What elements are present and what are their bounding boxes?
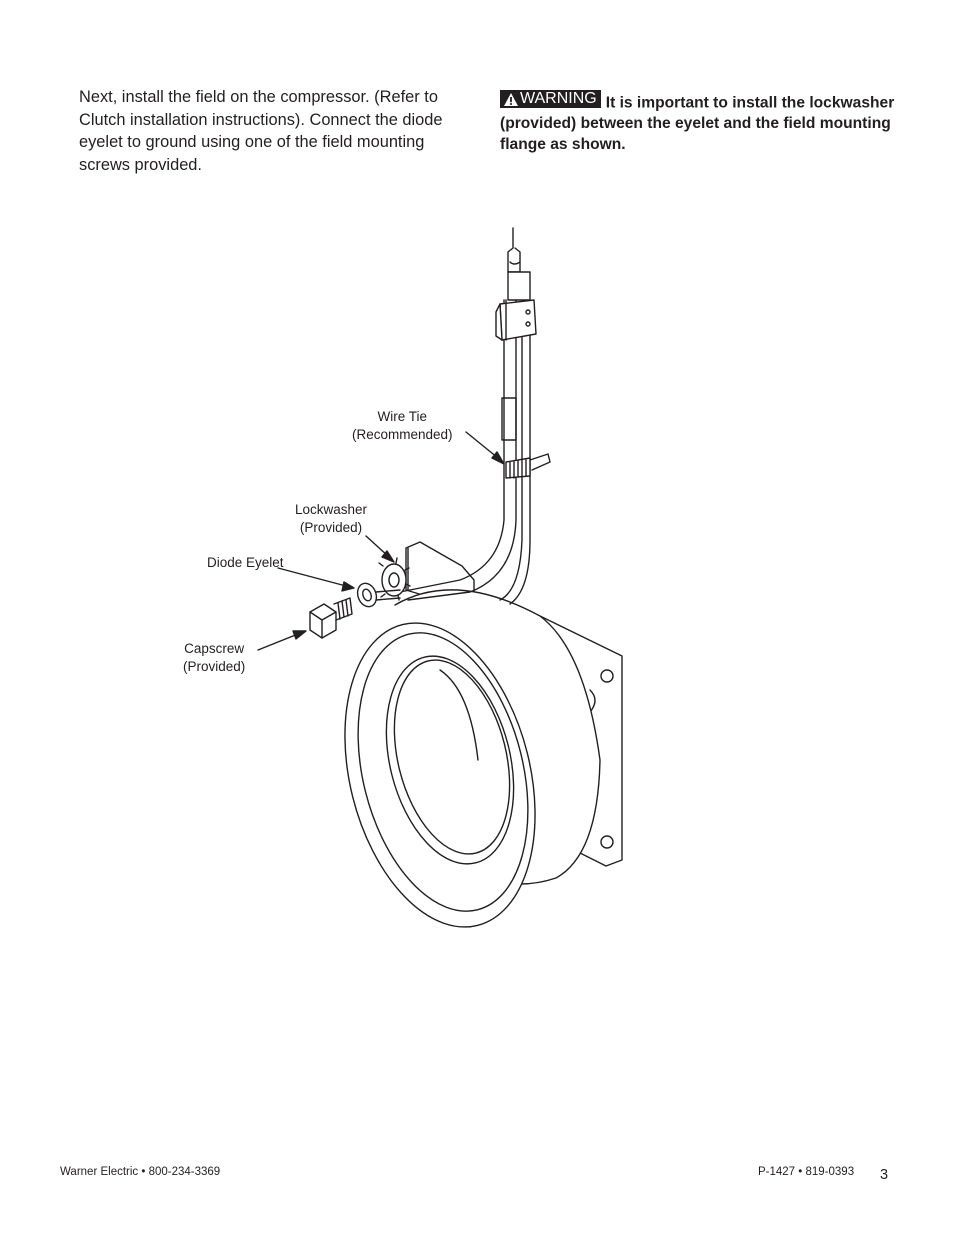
field-coil (344, 589, 601, 928)
warning-badge-label: WARNING (520, 90, 597, 107)
warning-triangle-icon (503, 92, 519, 107)
wire-tie (505, 453, 551, 479)
intro-paragraph: Next, install the field on the compresso… (79, 88, 443, 174)
callout-capscrew: Capscrew (Provided) (183, 641, 246, 674)
lead-wires (399, 299, 531, 605)
callout-wire-tie: Wire Tie (Recommended) (352, 409, 453, 442)
footer-part-number: P-1427 • 819-0393 (758, 1166, 855, 1178)
footer-company: Warner Electric • 800-234-3369 (60, 1166, 221, 1178)
warning-text: It is important to install the lockwashe… (500, 94, 895, 153)
capscrew (309, 597, 353, 639)
warning-badge: WARNING (500, 90, 601, 108)
lockwasher (378, 557, 411, 601)
callout-arrows (257, 431, 505, 651)
diode-eyelet (356, 582, 401, 608)
warning-notice: WARNING It is important to install the l… (500, 90, 895, 155)
page-number: 3 (880, 1167, 889, 1183)
callout-lockwasher: Lockwasher (Provided) (295, 502, 368, 535)
wire-connector (495, 227, 537, 341)
callout-diode-eyelet: Diode Eyelet (207, 555, 284, 570)
